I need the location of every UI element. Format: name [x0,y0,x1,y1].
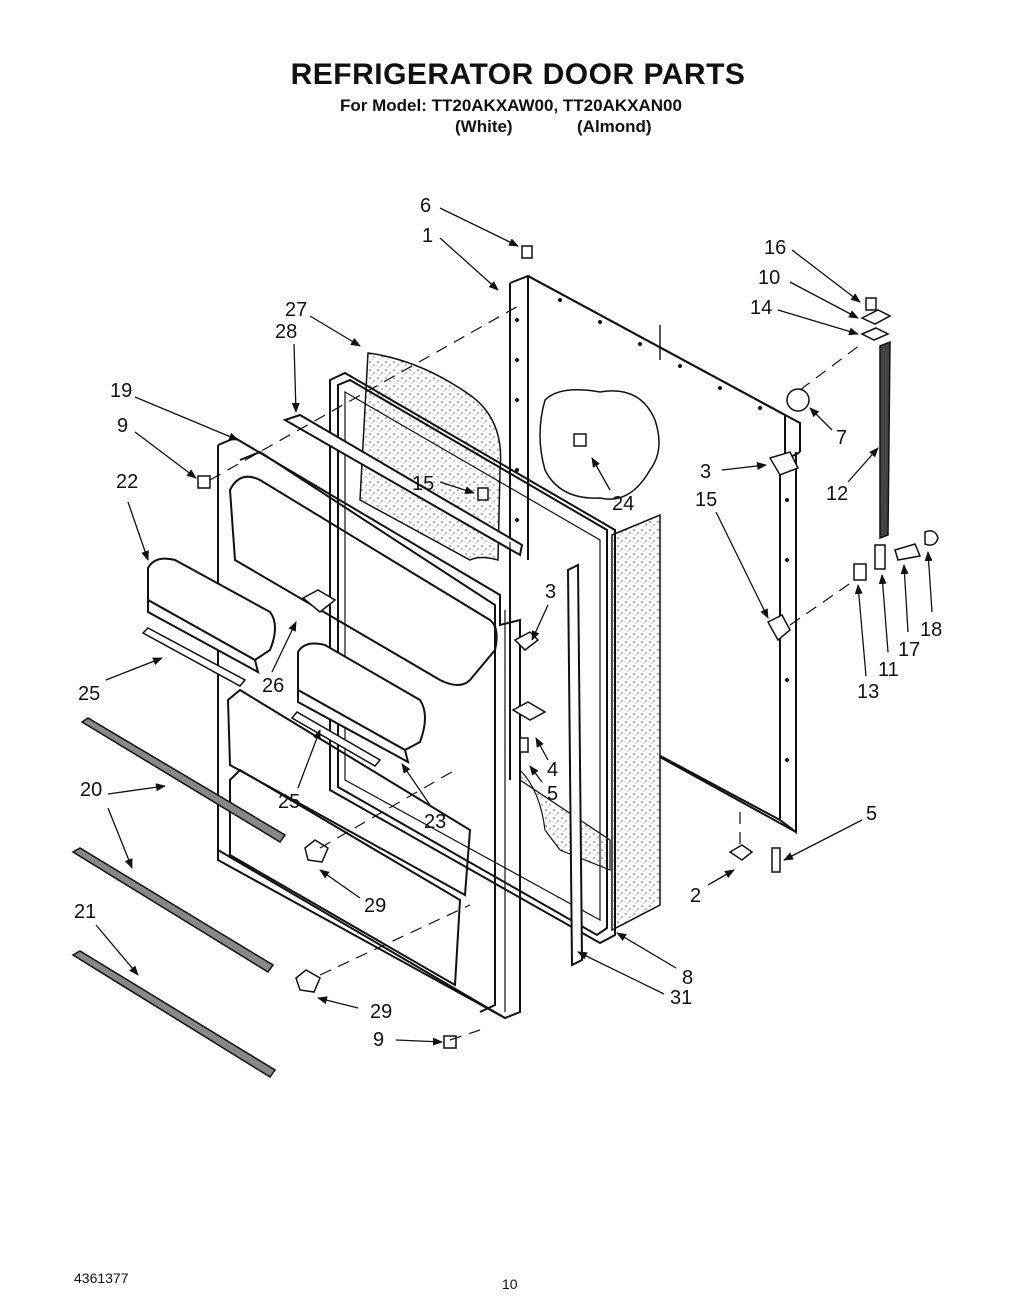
callout-17: 17 [898,639,920,661]
callout-3-mid: 3 [545,581,556,603]
callout-18: 18 [920,619,942,641]
callout-27: 27 [285,299,307,321]
callout-22: 22 [116,471,138,493]
model-subtitle: For Model: TT20AKXAW00, TT20AKXAN00 [340,96,682,115]
foam-insulation-right [611,513,661,932]
alignment-lines [209,302,861,1041]
foam-insulation-lower [519,768,611,871]
breaker-strip-31 [566,563,584,967]
shelf-end-caps-29 [295,839,329,993]
callout-15-left: 15 [412,473,434,495]
callout-14: 14 [750,297,772,319]
callout-20: 20 [80,779,102,801]
breaker-strip-28 [282,413,524,557]
callout-11: 11 [878,659,899,681]
callout-9-top: 9 [117,415,128,437]
shelf-23 [297,642,426,764]
callout-16: 16 [764,237,786,259]
callout-7: 7 [836,427,847,449]
callout-2: 2 [690,885,701,907]
callout-4: 4 [547,759,558,781]
callout-24: 24 [612,493,634,515]
foam-insulation-left [359,352,502,561]
callout-13: 13 [857,681,879,703]
door-gasket [329,371,616,945]
callout-5-right: 5 [866,803,877,825]
leader-arrows [95,207,933,1046]
callout-31: 31 [670,987,692,1009]
callout-1: 1 [422,225,433,247]
callout-labels: 6 1 27 28 19 9 22 15 24 16 10 14 7 3 15 … [74,195,942,1051]
callout-6: 6 [420,195,431,217]
callout-10: 10 [758,267,780,289]
shelf-front-25b [290,711,382,767]
callout-12: 12 [826,483,848,505]
callout-29-upper: 29 [364,895,386,917]
callout-8: 8 [682,967,693,989]
callout-9-bottom: 9 [373,1029,384,1051]
shelf-front-25a [141,627,247,687]
page-number: 10 [502,1276,518,1292]
callout-25-mid: 25 [278,791,300,813]
callout-23: 23 [424,811,446,833]
hinge-hardware [197,245,939,1049]
shelf-22 [147,557,276,674]
callout-26: 26 [262,675,284,697]
retainer-clip-26 [301,589,337,613]
callout-21: 21 [74,901,96,923]
page-title: REFRIGERATOR DOOR PARTS [290,58,746,91]
callout-29-lower: 29 [370,1001,392,1023]
callout-28: 28 [275,321,297,343]
callout-25-left: 25 [78,683,100,705]
shelf-bars [71,717,287,1079]
callout-15-right: 15 [695,489,717,511]
variant-white-label: (White) [455,117,513,136]
callout-3-right: 3 [700,461,711,483]
flange-holes [515,298,789,762]
callout-19: 19 [110,380,132,402]
part-number-code: 4361377 [74,1270,129,1286]
variant-almond-label: (Almond) [577,117,652,136]
callout-5-mid: 5 [547,783,558,805]
